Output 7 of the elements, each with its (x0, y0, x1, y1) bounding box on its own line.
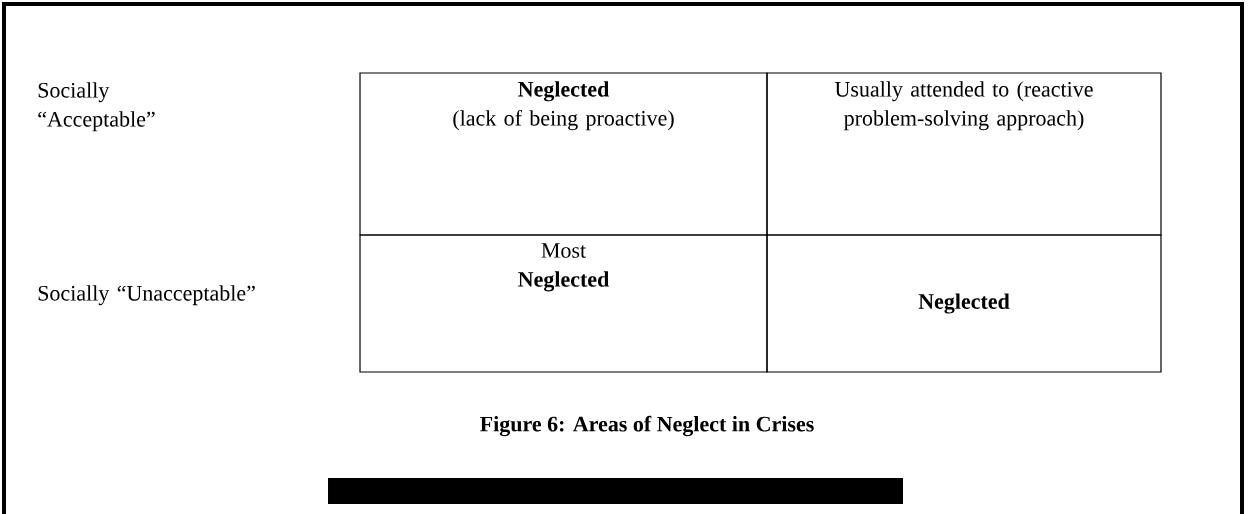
table-cell: Neglected (lack of being proactive) (359, 72, 768, 236)
row-label: Socially “Acceptable” (38, 82, 155, 132)
caption: Figure 6: Areas of Neglect in Crises (480, 415, 814, 437)
table-cell: Neglected (766, 234, 1162, 373)
row-label: Socially “Unacceptable” (38, 285, 255, 306)
table-cell: Most Neglected (359, 234, 768, 373)
table-cell: Usually attended to (reactive problem-solving approach) (766, 72, 1162, 236)
